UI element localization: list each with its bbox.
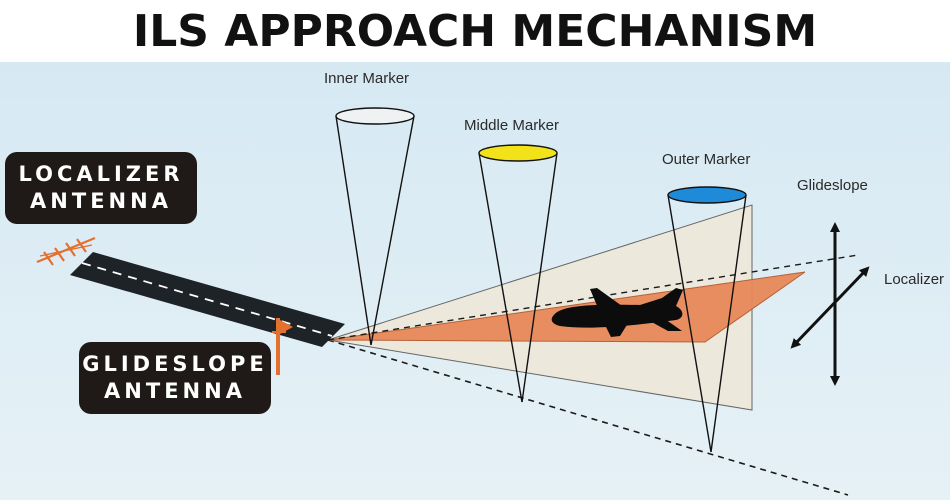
glideslope-antenna-line2: ANTENNA — [104, 379, 246, 403]
middle-marker-label: Middle Marker — [464, 117, 560, 134]
glideslope-label: Glideslope — [797, 177, 868, 194]
antenna-array-icon — [36, 236, 96, 266]
runway-centerline — [81, 262, 333, 337]
localizer-antenna-line2: ANTENNA — [30, 189, 172, 213]
localizer-antenna-line1: LOCALIZER — [18, 162, 184, 186]
glideslope-antenna-tag: GLIDESLOPE ANTENNA — [79, 342, 271, 414]
inner-marker-cone — [335, 107, 415, 346]
airplane-silhouette-icon — [551, 288, 683, 337]
flag-antenna-icon — [272, 318, 293, 375]
outer-marker-cone — [667, 186, 747, 453]
localizer-antenna-tag: LOCALIZER ANTENNA — [5, 152, 197, 224]
double-arrow-diagonal-icon — [790, 266, 870, 349]
localizer-label: Localizer — [884, 271, 945, 288]
page-title: ILS APPROACH MECHANISM — [0, 0, 950, 62]
glideslope-antenna-line1: GLIDESLOPE — [82, 352, 268, 376]
approach-path-line — [327, 254, 859, 341]
inner-marker-label: Inner Marker — [324, 70, 410, 87]
outer-marker-label: Outer Marker — [662, 151, 751, 168]
ground-reference-line — [327, 339, 849, 496]
localizer-beam — [327, 271, 806, 343]
middle-marker-cone — [478, 144, 558, 403]
